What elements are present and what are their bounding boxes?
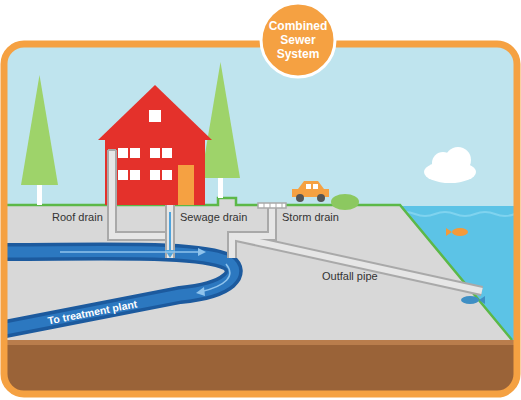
illustration-part — [149, 110, 161, 122]
illustration-part — [150, 170, 160, 180]
illustration-part — [452, 228, 468, 236]
storm-grate — [258, 203, 286, 208]
title-badge — [261, 3, 335, 77]
drain-pipes-outline — [112, 150, 482, 291]
illustration-part — [446, 228, 452, 236]
sky — [4, 44, 517, 394]
sewage-pipe-outline — [165, 205, 175, 258]
illustration-part — [112, 150, 170, 236]
illustration-part — [118, 110, 172, 180]
illustration-part — [479, 296, 485, 304]
illustration-part — [445, 147, 471, 173]
illustration-part — [292, 181, 329, 197]
outfall-pipe-label: Outfall pipe — [322, 270, 378, 283]
car — [292, 181, 329, 202]
sewer-pipe-inner — [4, 251, 234, 331]
bush — [331, 194, 359, 210]
illustration-part — [105, 135, 205, 205]
grass-line — [4, 198, 512, 340]
illustration-part — [232, 236, 482, 291]
title: Combined Sewer System — [266, 19, 330, 61]
illustration-part — [118, 170, 128, 180]
soil-top — [4, 340, 517, 345]
illustration-part — [264, 203, 282, 208]
illustration-part — [232, 236, 482, 291]
drain-pipes — [112, 150, 482, 291]
roof-gutter — [108, 149, 116, 151]
illustration-part — [150, 148, 160, 158]
flow-line — [200, 264, 230, 292]
wave — [395, 212, 515, 216]
illustration-part — [98, 85, 212, 140]
soil — [4, 340, 517, 394]
illustration-part — [21, 75, 58, 185]
illustration-part — [461, 296, 479, 304]
flow-arrow — [165, 250, 175, 258]
illustration-part — [162, 170, 172, 180]
illustration-part — [162, 148, 172, 158]
illustration-part — [178, 165, 194, 205]
illustration-part — [130, 170, 140, 180]
frame — [4, 44, 517, 394]
illustration-part — [118, 148, 128, 158]
illustration-part — [201, 62, 240, 178]
illustration-part — [313, 184, 318, 189]
illustration-part — [306, 184, 311, 189]
illustration-part — [317, 194, 325, 202]
scene — [4, 44, 517, 394]
flow-arrow — [196, 287, 205, 296]
flow-line — [60, 251, 200, 253]
illustration-part — [296, 194, 304, 202]
sewer-pipe — [4, 251, 234, 331]
illustration-part — [130, 148, 140, 158]
illustration-part — [112, 150, 170, 236]
storm-drain-label: Storm drain — [282, 211, 339, 224]
illustration-part — [258, 203, 286, 208]
sewage-drain-label: Sewage drain — [180, 211, 247, 224]
tree — [21, 75, 58, 205]
roof-drain-label: Roof drain — [52, 211, 103, 224]
cloud — [424, 147, 476, 183]
flow-line — [169, 212, 171, 252]
flow-arrow — [198, 248, 206, 256]
tree — [201, 62, 240, 198]
